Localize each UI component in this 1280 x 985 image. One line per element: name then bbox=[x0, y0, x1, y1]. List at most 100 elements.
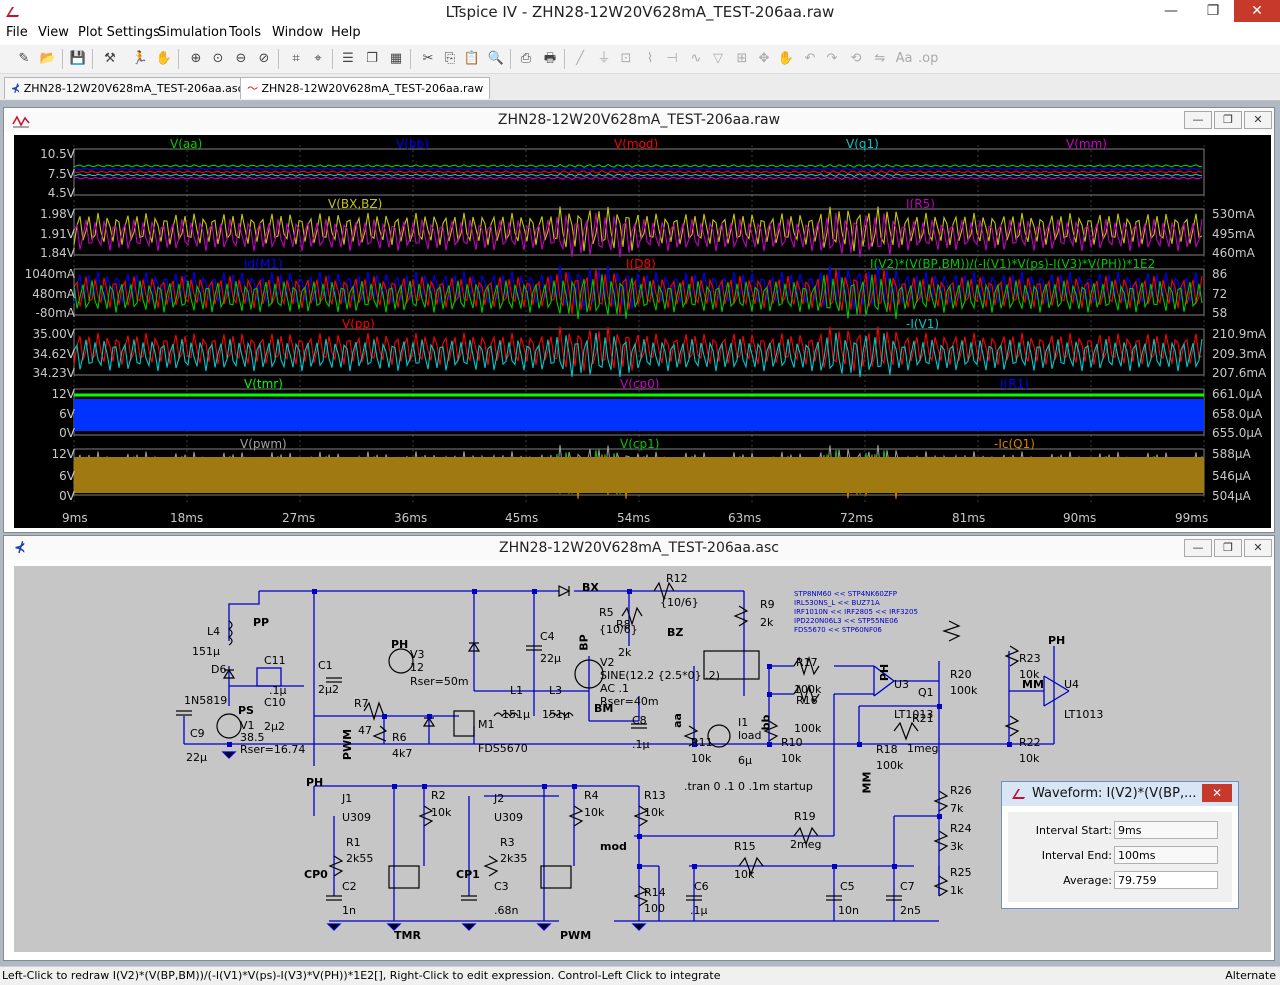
fit-icon[interactable]: ⌖ bbox=[314, 51, 322, 66]
y-tick: 35.00V bbox=[32, 327, 75, 341]
i1-ref: I1 bbox=[738, 716, 749, 729]
net-ph-u4: PH bbox=[1048, 634, 1066, 647]
control-panel-icon[interactable]: ⚒ bbox=[104, 51, 116, 66]
tab-waveform[interactable]: 〜 ZHN28-12W20V628mA_TEST-206aa.raw bbox=[240, 77, 491, 99]
mirror-icon[interactable]: ⇋ bbox=[874, 51, 886, 66]
cascade-icon[interactable]: ❐ bbox=[366, 51, 378, 66]
menu-plot-settings[interactable]: Plot Settings bbox=[78, 25, 160, 40]
menu-tools[interactable]: Tools bbox=[229, 25, 262, 40]
autorange-icon[interactable]: ⌗ bbox=[292, 51, 300, 66]
waveform-close-button[interactable]: ✕ bbox=[1244, 111, 1272, 129]
menu-view[interactable]: View bbox=[38, 25, 69, 40]
undo-icon[interactable]: ↶ bbox=[804, 51, 816, 66]
trace-label[interactable]: V(pp) bbox=[342, 317, 375, 331]
schematic-close-button[interactable]: ✕ bbox=[1244, 539, 1272, 557]
interval-end-field[interactable]: 100ms bbox=[1114, 846, 1218, 864]
label-net-icon[interactable]: ⊡ bbox=[620, 51, 632, 66]
redo-icon[interactable]: ↷ bbox=[826, 51, 838, 66]
trace-label[interactable]: I(R1) bbox=[1000, 377, 1029, 391]
plot-area[interactable]: V(aa) V(bb) V(mod) V(q1) V(mm) 10.5V 7.5… bbox=[14, 135, 1271, 528]
save-icon[interactable]: 💾 bbox=[69, 51, 87, 66]
net-ps: PS bbox=[238, 704, 254, 717]
menu-help[interactable]: Help bbox=[331, 25, 361, 40]
pane-frame bbox=[73, 328, 1205, 376]
print-icon[interactable]: 🖶 bbox=[543, 51, 557, 66]
resistor-icon[interactable]: ⌇ bbox=[646, 51, 654, 66]
trace-label[interactable]: -Ic(Q1) bbox=[994, 437, 1035, 451]
status-mode: Alternate bbox=[1225, 969, 1276, 982]
diode-icon[interactable]: ▽ bbox=[713, 51, 723, 66]
tile-vertical-icon[interactable]: ▦ bbox=[389, 51, 403, 66]
copy-icon[interactable]: ⎘ bbox=[444, 51, 456, 66]
menu-file[interactable]: File bbox=[6, 25, 28, 40]
zoom-out-icon[interactable]: ⊖ bbox=[235, 51, 247, 66]
trace-label[interactable]: V(aa) bbox=[170, 137, 203, 151]
trace-line bbox=[73, 264, 1203, 310]
trace-label[interactable]: V(cp0) bbox=[620, 377, 660, 391]
y-tick: -80mA bbox=[35, 306, 76, 320]
trace-label[interactable]: I(V2)*(V(BP,BM))/(-I(V1)*V(ps)-I(V3)*V(P… bbox=[870, 257, 1156, 271]
minimize-button[interactable]: — bbox=[1164, 3, 1178, 19]
x-tick: 63ms bbox=[728, 511, 762, 525]
r25-value: 1k bbox=[950, 884, 964, 897]
tile-horizontal-icon[interactable]: ☰ bbox=[342, 51, 354, 66]
trace-label[interactable]: I(D8) bbox=[626, 257, 656, 271]
drag-icon[interactable]: ✋ bbox=[777, 51, 795, 66]
schematic-restore-button[interactable]: ❐ bbox=[1214, 539, 1242, 557]
wire-icon[interactable]: ╱ bbox=[576, 51, 584, 66]
inductor-icon[interactable]: ∿ bbox=[690, 51, 702, 66]
trace-label[interactable]: V(bb) bbox=[396, 137, 429, 151]
new-schematic-icon[interactable]: ✎ bbox=[18, 51, 30, 66]
zoom-in-icon[interactable]: ⊕ bbox=[190, 51, 202, 66]
waveform-restore-button[interactable]: ❐ bbox=[1214, 111, 1242, 129]
y-tick-right: 661.0µA bbox=[1212, 387, 1263, 401]
capacitor-icon[interactable]: ⊣ bbox=[666, 51, 678, 66]
menu-window[interactable]: Window bbox=[272, 25, 324, 40]
trace-label[interactable]: -I(V1) bbox=[906, 317, 940, 331]
spice-directive-icon[interactable]: .op bbox=[918, 51, 939, 66]
run-icon[interactable]: 🏃 bbox=[131, 51, 149, 66]
rotate-icon[interactable]: ⟲ bbox=[850, 51, 862, 66]
trace-label[interactable]: V(mm) bbox=[1066, 137, 1107, 151]
c10-ref: C10 bbox=[264, 696, 286, 709]
trace-label[interactable]: V(pwm) bbox=[240, 437, 287, 451]
move-icon[interactable]: ✥ bbox=[758, 51, 770, 66]
tran-directive[interactable]: .tran 0 .1 0 .1m startup bbox=[684, 780, 813, 793]
close-button[interactable]: ✕ bbox=[1234, 0, 1280, 22]
r16-value: 100k bbox=[794, 722, 822, 735]
paste-icon[interactable]: 📋 bbox=[463, 51, 481, 66]
print-setup-icon[interactable]: ⎙ bbox=[520, 51, 532, 66]
interval-start-field[interactable]: 9ms bbox=[1114, 821, 1218, 839]
l4-value: 151µ bbox=[192, 645, 220, 658]
restore-button[interactable]: ❐ bbox=[1206, 3, 1220, 19]
x-tick: 9ms bbox=[62, 511, 88, 525]
trace-label[interactable]: V(cp1) bbox=[620, 437, 660, 451]
j1-ref: J1 bbox=[342, 792, 353, 805]
average-field[interactable]: 79.759 bbox=[1114, 871, 1218, 889]
v3-value: 12 bbox=[410, 661, 424, 674]
waveform-minimize-button[interactable]: — bbox=[1184, 111, 1212, 129]
comment-line: IRF1010N << IRF2805 << IRF3205 bbox=[794, 608, 918, 616]
dialog-close-button[interactable]: ✕ bbox=[1202, 784, 1232, 802]
trace-label[interactable]: I(R5) bbox=[906, 197, 935, 211]
text-icon[interactable]: Aa bbox=[895, 51, 913, 66]
u3-ref: U3 bbox=[894, 678, 910, 691]
trace-label[interactable]: V(tmr) bbox=[244, 377, 283, 391]
trace-label[interactable]: Id(M1) bbox=[244, 257, 283, 271]
find-icon[interactable]: 🔍 bbox=[487, 51, 505, 66]
x-tick: 27ms bbox=[282, 511, 316, 525]
open-icon[interactable]: 📂 bbox=[39, 51, 57, 66]
trace-label[interactable]: V(BX,BZ) bbox=[328, 197, 383, 211]
trace-label[interactable]: V(q1) bbox=[846, 137, 879, 151]
halt-icon[interactable]: ✋ bbox=[155, 51, 173, 66]
tab-schematic[interactable]: ⊀ ZHN28-12W20V628mA_TEST-206aa.asc bbox=[4, 77, 251, 99]
cut-icon[interactable]: ✂ bbox=[422, 51, 434, 66]
zoom-cancel-icon[interactable]: ⊘ bbox=[258, 51, 270, 66]
zoom-pan-icon[interactable]: ⊙ bbox=[212, 51, 224, 66]
menu-simulation[interactable]: Simulation bbox=[158, 25, 228, 40]
trace-label[interactable]: V(mod) bbox=[614, 137, 659, 151]
r20-ref: R20 bbox=[950, 668, 972, 681]
component-icon[interactable]: ⊞ bbox=[736, 51, 748, 66]
schematic-minimize-button[interactable]: — bbox=[1184, 539, 1212, 557]
ground-icon[interactable]: ⏚ bbox=[597, 51, 611, 66]
